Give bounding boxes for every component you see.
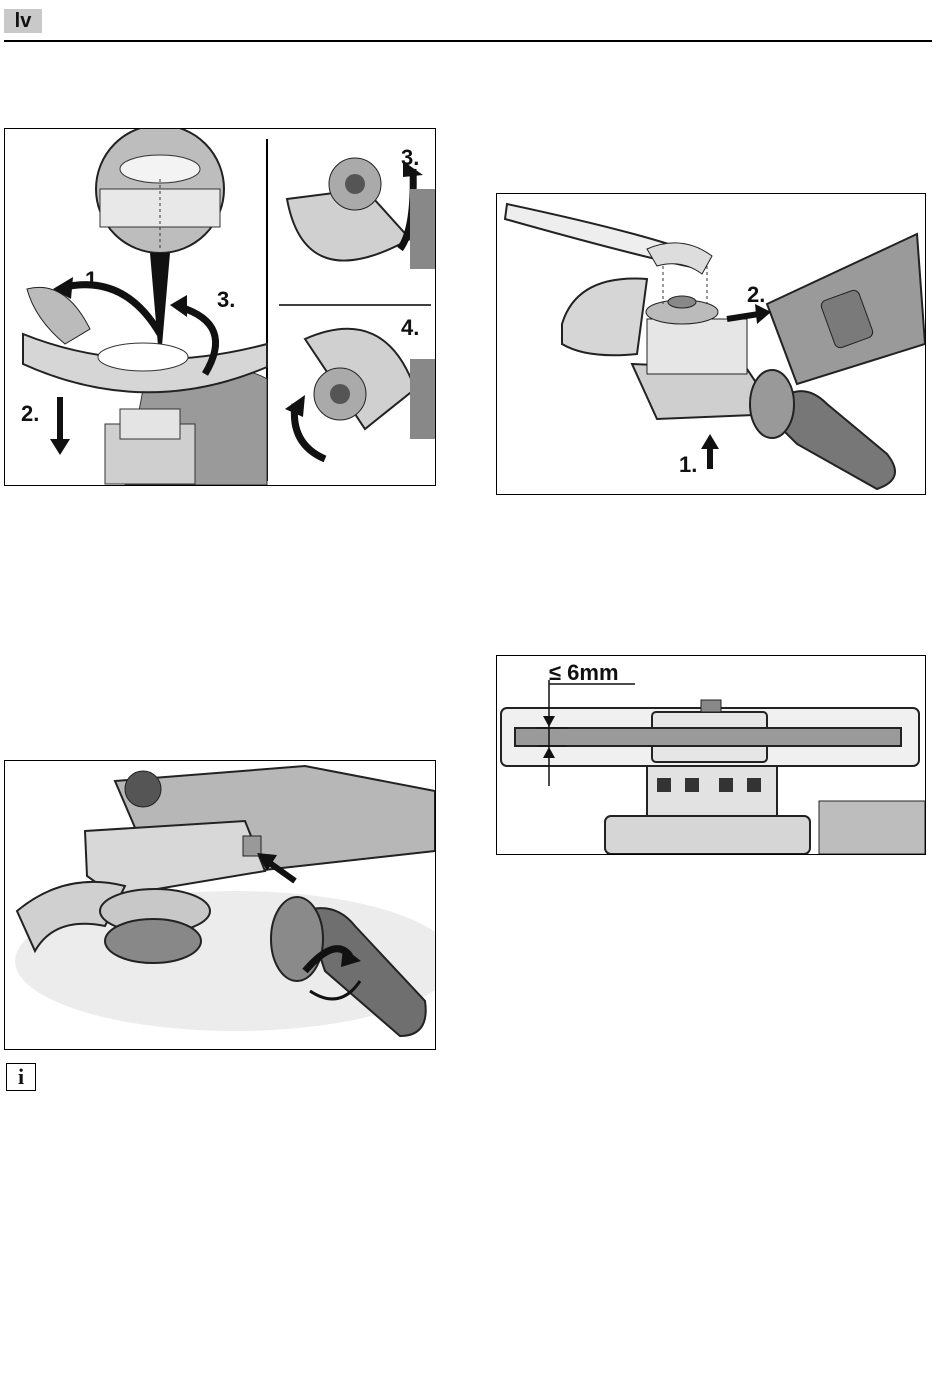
flange-illustration: 2. 1.: [497, 194, 925, 494]
handle-illustration: [5, 761, 435, 1049]
figure-side-handle: [4, 760, 436, 1050]
step-label-1: 1.: [85, 267, 103, 292]
step-label-1: 1.: [679, 452, 697, 477]
step-label-3-detail: 3.: [401, 145, 419, 170]
language-tag: lv: [4, 9, 42, 33]
header-rule: [4, 40, 932, 42]
figure-flange-spanner: 2. 1.: [496, 193, 926, 495]
guard-illustration: 1. 2. 3. 3. 4.: [5, 129, 435, 485]
figure-guard-mounting: 1. 2. 3. 3. 4.: [4, 128, 436, 486]
step-label-2: 2.: [21, 401, 39, 426]
figure-disc-thickness: ≤ 6mm: [496, 655, 926, 855]
info-icon: i: [6, 1063, 36, 1091]
step-label-3: 3.: [217, 287, 235, 312]
step-label-2: 2.: [747, 282, 765, 307]
dimension-label: ≤ 6mm: [549, 660, 619, 685]
disc-illustration: ≤ 6mm: [497, 656, 925, 854]
step-label-4: 4.: [401, 315, 419, 340]
